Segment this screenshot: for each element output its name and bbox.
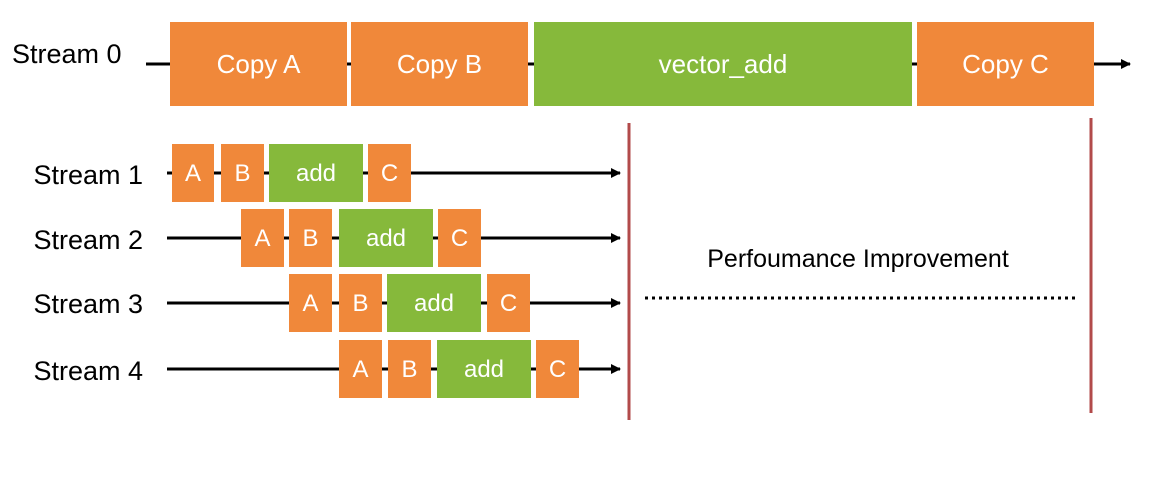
op-label: Copy C xyxy=(962,49,1049,79)
op-label: add xyxy=(366,225,406,252)
op-label: B xyxy=(401,356,417,383)
compute-op-box xyxy=(437,340,531,398)
dividers-group xyxy=(627,118,1093,420)
stream-label: Stream 2 xyxy=(33,225,143,255)
op-label: C xyxy=(500,290,517,317)
copy-op-box xyxy=(917,22,1094,106)
copy-op-box xyxy=(351,22,528,106)
copy-op-box xyxy=(289,209,332,267)
copy-op-box xyxy=(438,209,481,267)
compute-op-box xyxy=(339,209,433,267)
op-label: B xyxy=(352,290,368,317)
op-label: Copy A xyxy=(217,49,301,79)
op-label: B xyxy=(302,225,318,252)
stream-label: Stream 3 xyxy=(33,289,143,319)
op-label: A xyxy=(302,290,318,317)
op-label: C xyxy=(381,160,398,187)
op-label: C xyxy=(549,356,566,383)
stream-row: Stream 0 Copy A Copy B vector_add Copy C xyxy=(12,22,1131,106)
copy-op-box xyxy=(368,144,411,202)
copy-op-box xyxy=(170,22,347,106)
op-label: add xyxy=(296,160,336,187)
op-label: add xyxy=(464,356,504,383)
copy-op-box xyxy=(221,144,264,202)
op-label: A xyxy=(254,225,270,252)
op-label: Copy B xyxy=(397,49,482,79)
stream-label: Stream 1 xyxy=(33,160,143,190)
compute-op-box xyxy=(534,22,912,106)
op-label: B xyxy=(234,160,250,187)
op-label: add xyxy=(414,290,454,317)
copy-op-box xyxy=(388,340,431,398)
stream-label: Stream 0 xyxy=(12,39,122,69)
copy-op-box xyxy=(289,274,332,332)
op-label: A xyxy=(185,160,201,187)
copy-op-box xyxy=(172,144,214,202)
compute-op-box xyxy=(269,144,363,202)
copy-op-box xyxy=(241,209,284,267)
compute-op-box xyxy=(387,274,481,332)
op-label: C xyxy=(451,225,468,252)
op-label: vector_add xyxy=(659,49,788,79)
copy-op-box xyxy=(487,274,530,332)
copy-op-box xyxy=(339,274,382,332)
copy-op-box xyxy=(339,340,382,398)
copy-op-box xyxy=(536,340,579,398)
op-label: A xyxy=(352,356,368,383)
stream-label: Stream 4 xyxy=(33,356,143,386)
improvement-label: Perfoumance Improvement xyxy=(707,245,1009,273)
